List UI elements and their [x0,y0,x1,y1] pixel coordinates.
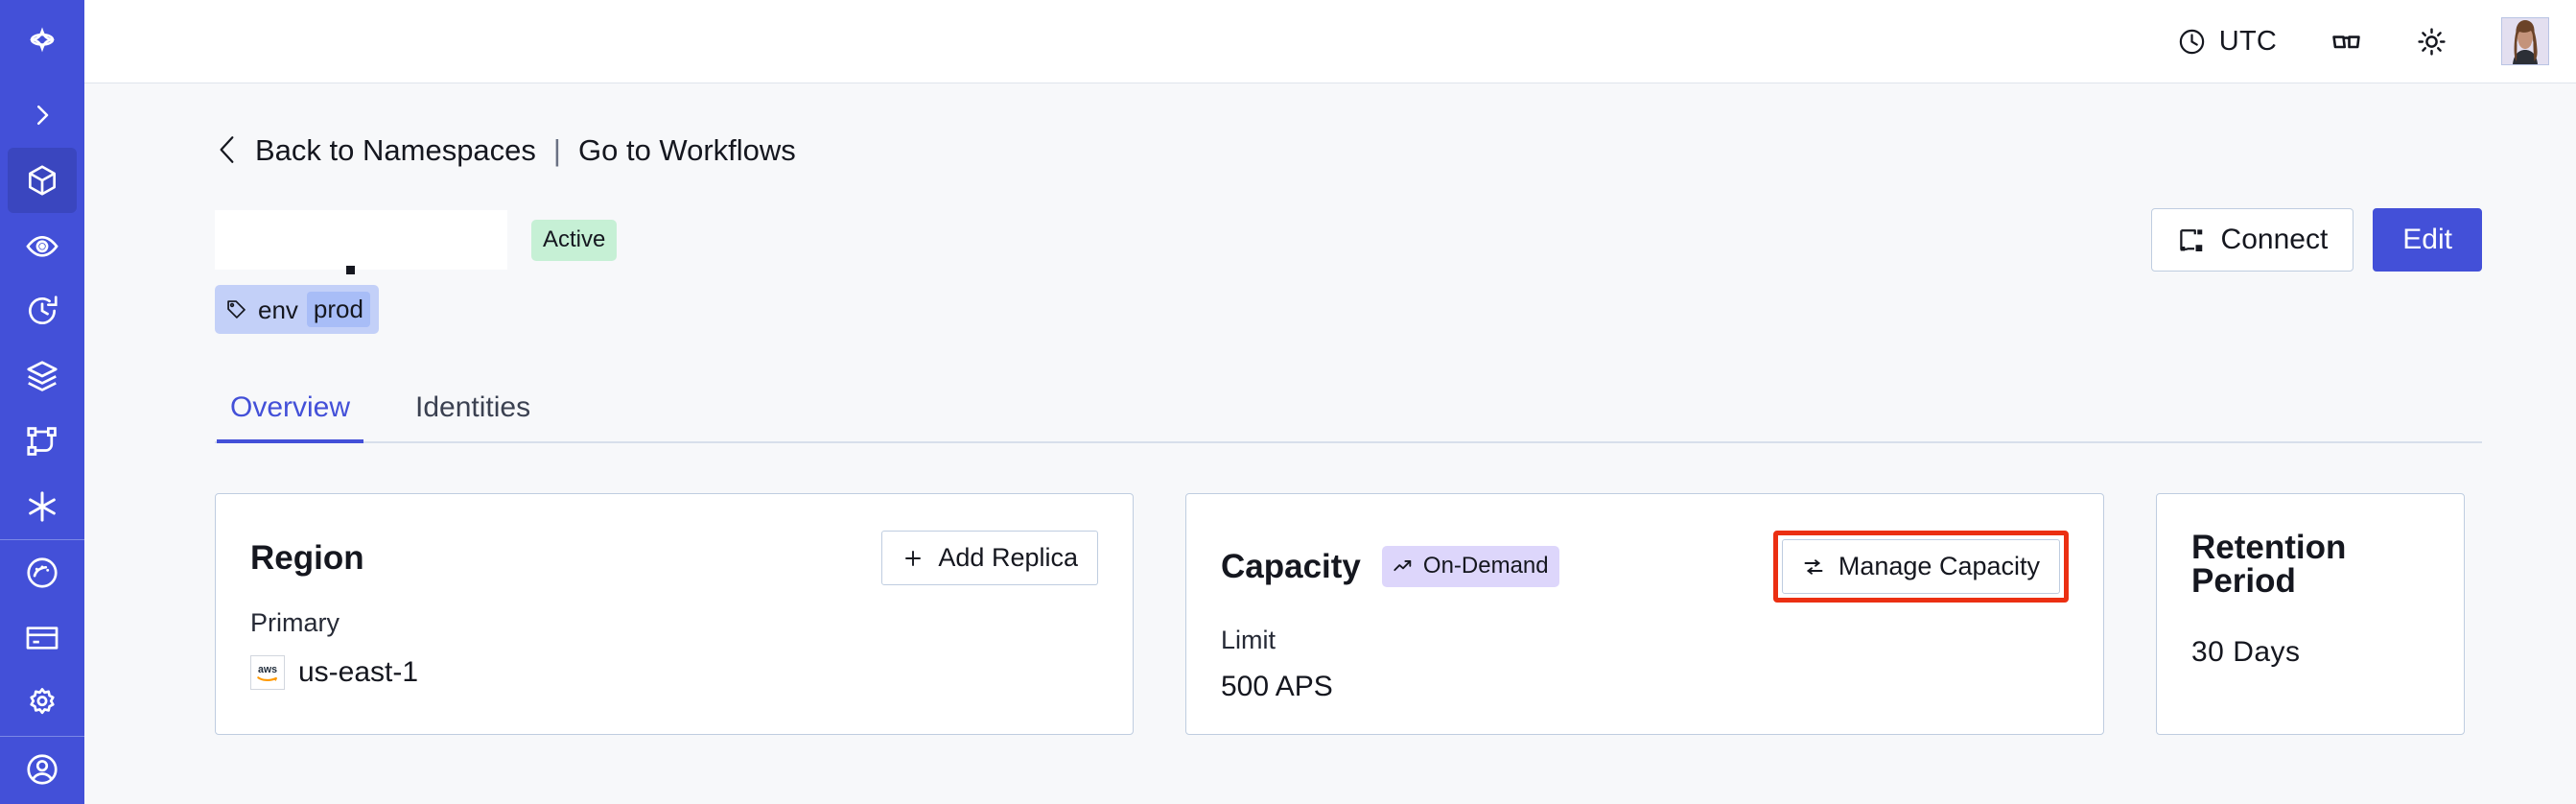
user-avatar [2502,18,2548,64]
tag-value: prod [306,292,370,327]
docs-button[interactable] [2330,26,2362,58]
timezone-label: UTC [2218,25,2277,57]
breadcrumb-divider: | [552,132,561,167]
nodes-icon [24,423,60,460]
breadcrumb-back-link[interactable]: Back to Namespaces [255,132,536,167]
clock-history-icon [24,293,60,329]
connect-icon [2177,225,2206,254]
namespace-tags: env prod [215,285,2482,334]
overview-cards: Region Add Replica Primary [215,493,2482,735]
sidebar-item-observability[interactable] [8,213,77,278]
gear-icon [24,685,60,721]
sidebar-item-billing[interactable] [8,605,77,671]
tag-chip[interactable]: env prod [215,285,379,334]
sidebar-divider-2 [0,736,84,737]
page-title [215,210,507,274]
avatar[interactable] [2501,17,2549,65]
edit-button-label: Edit [2402,224,2452,255]
capacity-card: Capacity On-Demand [1185,493,2104,735]
manage-capacity-button[interactable]: Manage Capacity [1781,539,2060,594]
aws-logo-icon: aws [250,655,285,690]
sidebar-item-namespaces[interactable] [8,148,77,213]
theme-toggle-button[interactable] [2416,26,2447,58]
top-bar: UTC [84,0,2576,83]
connect-button[interactable]: Connect [2150,208,2354,272]
primary-sidebar [0,0,84,804]
user-circle-icon [24,751,60,788]
sliders-icon [1802,556,1825,579]
region-card: Region Add Replica Primary [215,493,1134,735]
main-column: UTC [84,0,2576,804]
region-card-header: Region Add Replica [250,531,1098,585]
clock-icon [2177,27,2207,57]
manage-capacity-label: Manage Capacity [1838,552,2040,580]
sidebar-item-account[interactable] [8,737,77,802]
edit-button[interactable]: Edit [2373,208,2482,272]
page-content: Back to Namespaces | Go to Workflows Act… [84,83,2576,804]
tag-key: env [258,295,298,324]
breadcrumb: Back to Namespaces | Go to Workflows [215,133,2482,166]
tag-icon [225,298,247,320]
region-primary-label: Primary [250,608,340,637]
temporal-logo-icon [23,22,61,60]
capacity-limit-value: 500 APS [1221,671,1333,702]
capacity-mode-label: On-Demand [1422,553,1549,579]
breadcrumb-workflows-link[interactable]: Go to Workflows [577,132,796,167]
retention-card-header: Retention Period [2191,531,2429,598]
cube-icon [24,162,60,199]
sidebar-item-usage[interactable] [8,540,77,605]
retention-card: Retention Period 30 Days [2156,493,2465,735]
glasses-icon [2330,26,2362,58]
sidebar-divider-1 [0,539,84,540]
sidebar-item-schedules[interactable] [8,278,77,343]
tab-identities[interactable]: Identities [415,391,531,423]
region-primary-value: us-east-1 [298,656,419,688]
sidebar-item-settings[interactable] [8,671,77,736]
region-card-title: Region [250,539,364,577]
capacity-card-title: Capacity [1221,548,1361,585]
capacity-card-header: Capacity On-Demand [1221,531,2069,603]
sidebar-item-logo[interactable] [8,0,77,83]
retention-card-title: Retention Period [2191,529,2347,600]
asterisk-icon [23,487,61,526]
add-replica-label: Add Replica [938,543,1078,572]
chevron-left-icon[interactable] [215,133,240,166]
capacity-mode-badge: On-Demand [1381,546,1559,587]
retention-value: 30 Days [2191,636,2301,668]
tab-overview[interactable]: Overview [217,393,364,443]
capacity-limit-label: Limit [1221,626,1276,654]
plus-icon [902,547,925,570]
sidebar-item-expand[interactable] [8,83,77,148]
credit-card-icon [24,620,60,656]
manage-capacity-highlight: Manage Capacity [1772,531,2069,603]
gauge-icon [24,555,60,591]
sun-icon [2416,26,2447,58]
sidebar-item-layers[interactable] [8,343,77,409]
add-replica-button[interactable]: Add Replica [881,531,1098,585]
sidebar-item-workflows[interactable] [8,409,77,474]
namespace-header: Active Connect Edit [215,208,2482,274]
tab-bar: Overview Identities [215,393,2482,443]
top-bar-actions: UTC [2177,17,2549,65]
timezone-selector[interactable]: UTC [2177,26,2277,58]
eye-icon [24,227,60,264]
status-badge: Active [531,219,618,261]
trending-up-icon [1393,556,1414,577]
svg-text:aws: aws [258,664,277,675]
sidebar-item-nexus[interactable] [8,474,77,539]
chevron-right-icon [28,101,57,130]
connect-button-label: Connect [2220,224,2329,255]
layers-icon [24,358,60,394]
region-primary-value-row: aws us-east-1 [250,655,1098,690]
